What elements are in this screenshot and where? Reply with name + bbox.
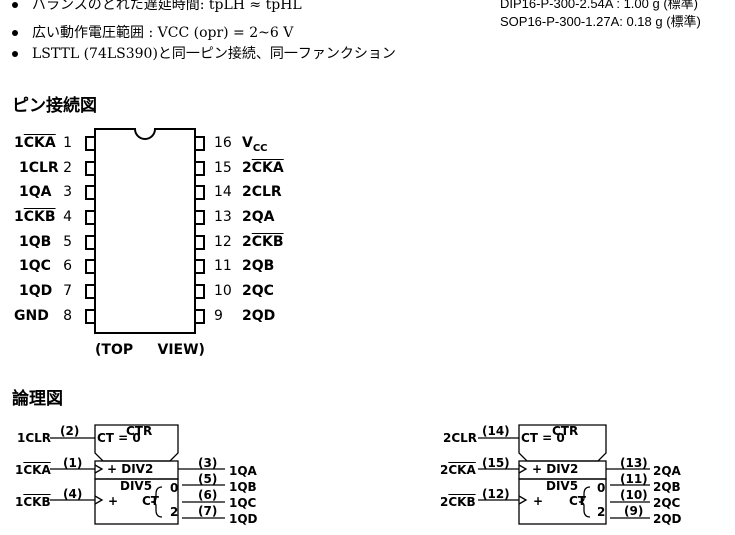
package-weight: DIP16-P-300-2.54A : 1.00 g (標準) <box>500 0 698 11</box>
pin-number: 7 <box>63 283 72 299</box>
pin-ref: (12) <box>482 487 510 501</box>
pin-number: 14 <box>214 184 232 200</box>
ct0-label: CT = 0 <box>521 431 565 445</box>
feature-text: バランスのとれた遅延時間: tpLH ≈ tpHL <box>32 0 302 13</box>
pin-number: 11 <box>214 258 232 274</box>
view-label: (TOP VIEW) <box>95 342 205 358</box>
plus-label: + <box>108 494 119 508</box>
pin-number: 5 <box>63 234 72 250</box>
output-label: 1QC <box>229 496 257 510</box>
pin-number: 3 <box>63 184 72 200</box>
plus-label: + <box>533 494 544 508</box>
bullet-icon <box>12 30 18 36</box>
pin-ref: (13) <box>620 456 648 470</box>
div2-label: + DIV2 <box>107 462 154 476</box>
pin-ref: (6) <box>198 488 218 502</box>
bit-label: 2 <box>170 505 179 519</box>
logic-section-title: 論理図 <box>12 389 63 409</box>
pin-ref: (4) <box>63 487 83 501</box>
pin-section-title: ピン接続図 <box>12 96 97 116</box>
pin-label: 1QC <box>19 258 51 274</box>
pin-ref: (10) <box>620 488 648 502</box>
pin-label: 1QB <box>19 234 52 250</box>
div5-label: DIV5 <box>546 479 579 493</box>
pin-label: 1QD <box>19 283 53 299</box>
ct-label: CT <box>569 494 586 508</box>
feature-text: 広い動作電圧範囲 : VCC (opr) = 2~6 V <box>32 25 294 41</box>
pin-number: 16 <box>214 135 232 151</box>
pin-ref: (3) <box>198 456 218 470</box>
feature-text: LSTTL (74LS390)と同一ピン接続、同一ファンクション <box>32 46 396 62</box>
pin-number: 9 <box>214 308 223 324</box>
bit-label: 0 <box>170 481 179 495</box>
bullet-icon <box>12 51 18 57</box>
pin-stubs-right <box>194 136 205 324</box>
ct0-label: CT = 0 <box>97 431 141 445</box>
output-label: 1QB <box>229 480 257 494</box>
clr-label: 1CLR <box>17 431 52 445</box>
pin-ref: (14) <box>482 424 510 438</box>
pin-ref: (7) <box>198 504 218 518</box>
pin-label: 1CKA <box>14 135 56 151</box>
ct-label: CT <box>142 494 159 508</box>
output-label: 1QD <box>229 512 258 526</box>
feature-item: 広い動作電圧範囲 : VCC (opr) = 2~6 V <box>12 22 293 42</box>
ckb-label: 1CKB <box>15 495 51 509</box>
pin-ref: (5) <box>198 472 218 486</box>
output-label: 1QA <box>229 464 257 478</box>
pin-label: 1CLR <box>19 160 59 176</box>
pin-number: 4 <box>63 209 72 225</box>
pin-number: 6 <box>63 258 72 274</box>
bit-label: 0 <box>597 481 606 495</box>
pin-label: 2CKA <box>242 160 284 176</box>
bullet-icon <box>12 2 18 8</box>
clr-label: 2CLR <box>443 431 478 445</box>
package-weight: SOP16-P-300-1.27A: 0.18 g (標準) <box>500 14 701 29</box>
pin-label: 2QA <box>242 209 275 225</box>
pin-stubs-left <box>85 136 96 324</box>
ctr-label: CTR <box>552 424 579 438</box>
pin-ref: (11) <box>620 472 648 486</box>
cka-label: 2CKA <box>440 463 476 477</box>
feature-item: LSTTL (74LS390)と同一ピン接続、同一ファンクション <box>12 43 396 63</box>
div2-label: + DIV2 <box>532 462 579 476</box>
cka-label: 1CKA <box>15 463 51 477</box>
pin-label: 2CKB <box>242 234 284 250</box>
pin-number: 10 <box>214 283 232 299</box>
div5-label: DIV5 <box>120 479 153 493</box>
pin-number: 15 <box>214 160 232 176</box>
pin-label: 2QB <box>242 258 275 274</box>
logic-block-2 <box>478 424 650 525</box>
bit-label: 2 <box>597 505 606 519</box>
ckb-label: 2CKB <box>440 495 476 509</box>
pin-label: 2QD <box>242 308 276 324</box>
pin-label: VCC <box>242 135 268 154</box>
pin-ref: (9) <box>624 504 644 518</box>
output-label: 2QB <box>653 480 681 494</box>
output-label: 2QC <box>653 496 681 510</box>
pin-number: 13 <box>214 209 232 225</box>
pin-ref: (15) <box>482 456 510 470</box>
pin-ref: (2) <box>60 424 80 438</box>
feature-item: バランスのとれた遅延時間: tpLH ≈ tpHL <box>12 0 302 14</box>
pin-label: 1QA <box>19 184 52 200</box>
output-label: 2QD <box>653 512 682 526</box>
pin-number: 12 <box>214 234 232 250</box>
pin-label: GND <box>14 308 49 324</box>
pin-number: 1 <box>63 135 72 151</box>
pin-number: 2 <box>63 160 72 176</box>
pin-label: 2QC <box>242 283 274 299</box>
logic-block-1 <box>50 424 225 525</box>
output-label: 2QA <box>653 464 681 478</box>
ctr-label: CTR <box>126 424 153 438</box>
pin-number: 8 <box>63 308 72 324</box>
pin-label: 2CLR <box>242 184 282 200</box>
pin-label: 1CKB <box>14 209 56 225</box>
pin-ref: (1) <box>63 456 83 470</box>
